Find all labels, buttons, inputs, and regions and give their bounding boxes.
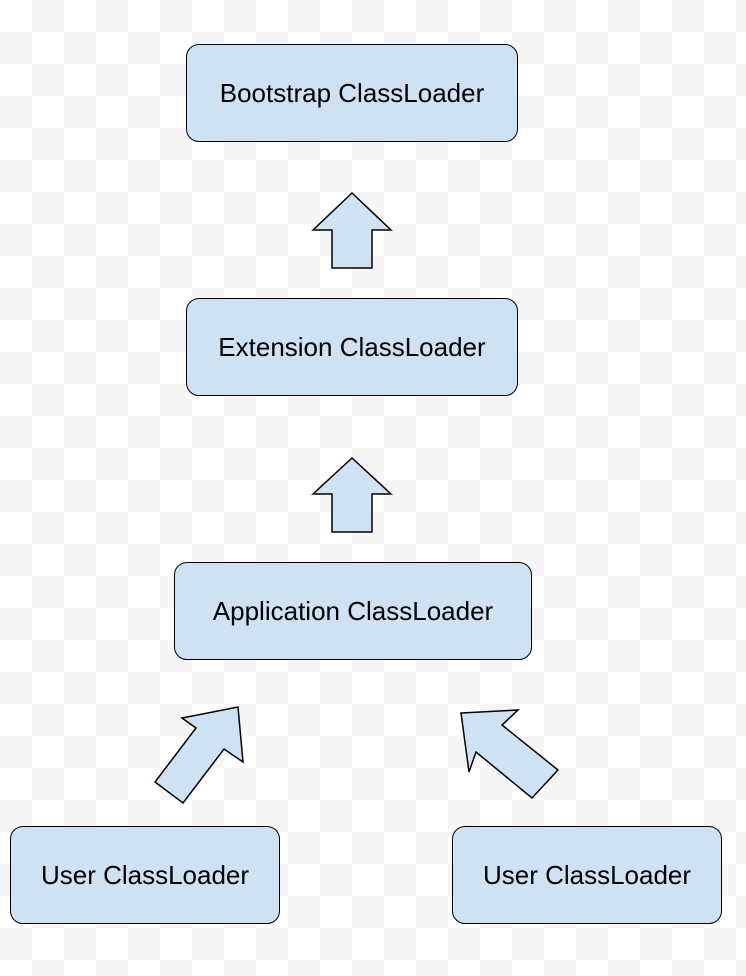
up-arrow-icon: [311, 456, 393, 533]
up-arrow-icon: [311, 191, 393, 269]
extension-classloader-box: Extension ClassLoader: [186, 298, 518, 396]
application-classloader-box: Application ClassLoader: [174, 562, 532, 660]
bootstrap-classloader-box: Bootstrap ClassLoader: [186, 44, 518, 142]
diagonal-up-right-arrow-icon: [153, 706, 244, 805]
user-classloader-box-right: User ClassLoader: [452, 826, 722, 924]
user-classloader-box-left: User ClassLoader: [10, 826, 280, 924]
diagonal-up-left-arrow-icon: [460, 709, 560, 800]
